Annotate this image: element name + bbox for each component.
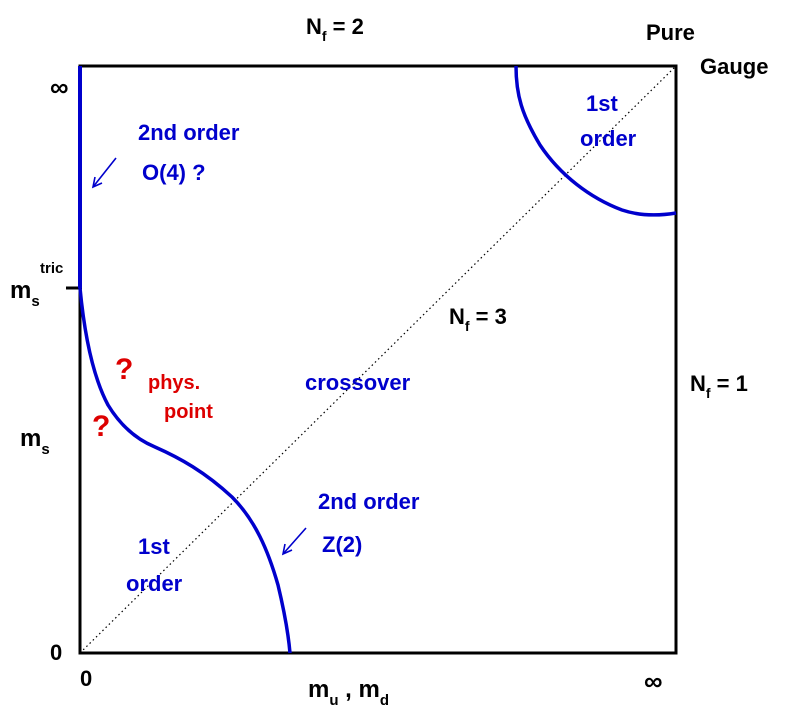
question-mark-upper: ? [115, 353, 133, 386]
ms-tric-label: ms [10, 277, 40, 310]
z2-region-label-line1: 2nd order [318, 489, 420, 514]
first-order-top-label-line2: order [580, 126, 637, 151]
origin-x-label: 0 [80, 666, 92, 691]
x-axis-label: mu , md [308, 676, 389, 708]
y-infinity-label: ∞ [50, 72, 69, 102]
z2-boundary-curve [78, 287, 292, 654]
arrow-to-o4-line [91, 157, 117, 189]
first-order-bottom-label-line2: order [126, 571, 183, 596]
pure-gauge-boundary-curve [514, 65, 677, 217]
first-order-top-label-line1: 1st [586, 91, 618, 116]
arrow-to-z2-curve [281, 527, 307, 556]
nf1-label: Nf = 1 [690, 371, 748, 401]
question-mark-lower: ? [92, 410, 110, 443]
nf3-diagonal [79, 65, 677, 654]
ms-tric-superscript: tric [40, 260, 63, 277]
pure-gauge-label-line2: Gauge [700, 54, 768, 79]
origin-y-label: 0 [50, 640, 62, 665]
nf2-label: Nf = 2 [306, 14, 364, 44]
nf3-label: Nf = 3 [449, 304, 507, 334]
x-infinity-label: ∞ [644, 666, 663, 696]
o4-region-label-line1: 2nd order [138, 120, 240, 145]
o4-region-label-line2: O(4) ? [142, 160, 206, 185]
first-order-bottom-label-line1: 1st [138, 534, 170, 559]
phys-point-label-line1: phys. [148, 372, 200, 394]
crossover-label: crossover [305, 370, 411, 395]
z2-region-label-line2: Z(2) [322, 532, 362, 557]
ms-label: ms [20, 425, 50, 458]
pure-gauge-label-line1: Pure [646, 20, 695, 45]
phys-point-label-line2: point [164, 401, 213, 423]
plot-frame [78, 64, 678, 655]
